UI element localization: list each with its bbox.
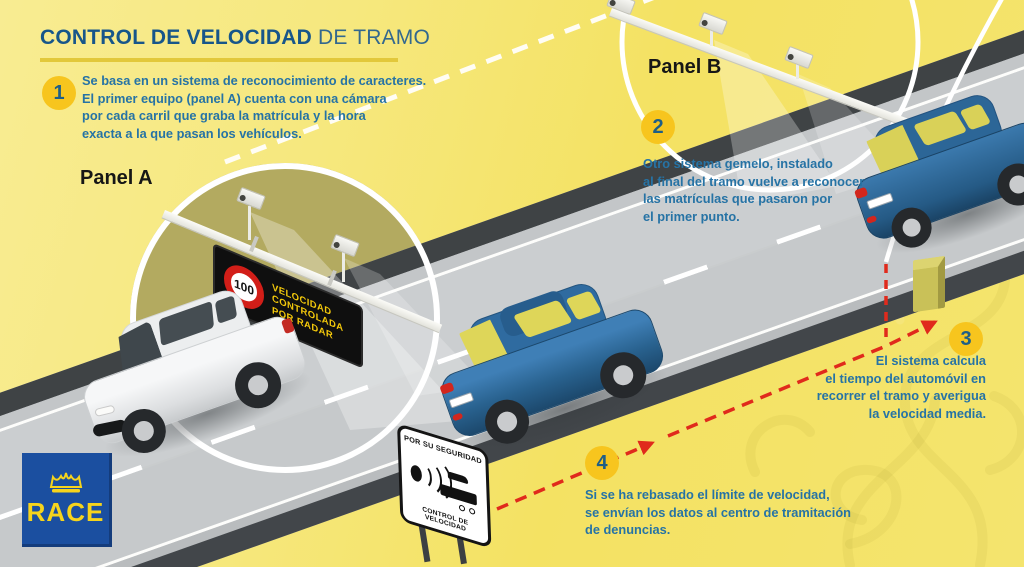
title-underline <box>40 58 398 62</box>
step-1-badge: 1 <box>42 76 76 110</box>
step-1-text: Se basa en un sistema de reconocimiento … <box>82 73 427 141</box>
camera-mast <box>796 64 799 79</box>
panel-a-vignette-ring <box>130 163 440 473</box>
step-4-badge: 4 <box>585 446 619 480</box>
camera-mast <box>342 252 345 282</box>
step-2-text: Otro sistema gemelo, instalado al final … <box>643 156 865 224</box>
race-crown-icon <box>49 472 82 492</box>
step-3-badge: 3 <box>949 322 983 356</box>
race-logo-text: RACE <box>26 496 105 527</box>
camera-mast <box>710 30 713 46</box>
vignette-callout-dashed-line <box>224 0 655 165</box>
camera-beam-a2 <box>344 258 486 396</box>
panel-a-label: Panel A <box>80 167 153 189</box>
race-logo: RACE <box>22 453 112 547</box>
camera-beam-b1 <box>714 40 838 204</box>
step-3-text: El sistema calcula el tiempo del automóv… <box>816 353 986 421</box>
panel-b-label: Panel B <box>648 56 722 78</box>
camera-mast <box>248 206 251 240</box>
step-2-badge: 2 <box>641 110 675 144</box>
step-4-text: Si se ha rebasado el límite de velocidad… <box>585 487 851 537</box>
panel-b-halo-ring <box>619 0 921 193</box>
